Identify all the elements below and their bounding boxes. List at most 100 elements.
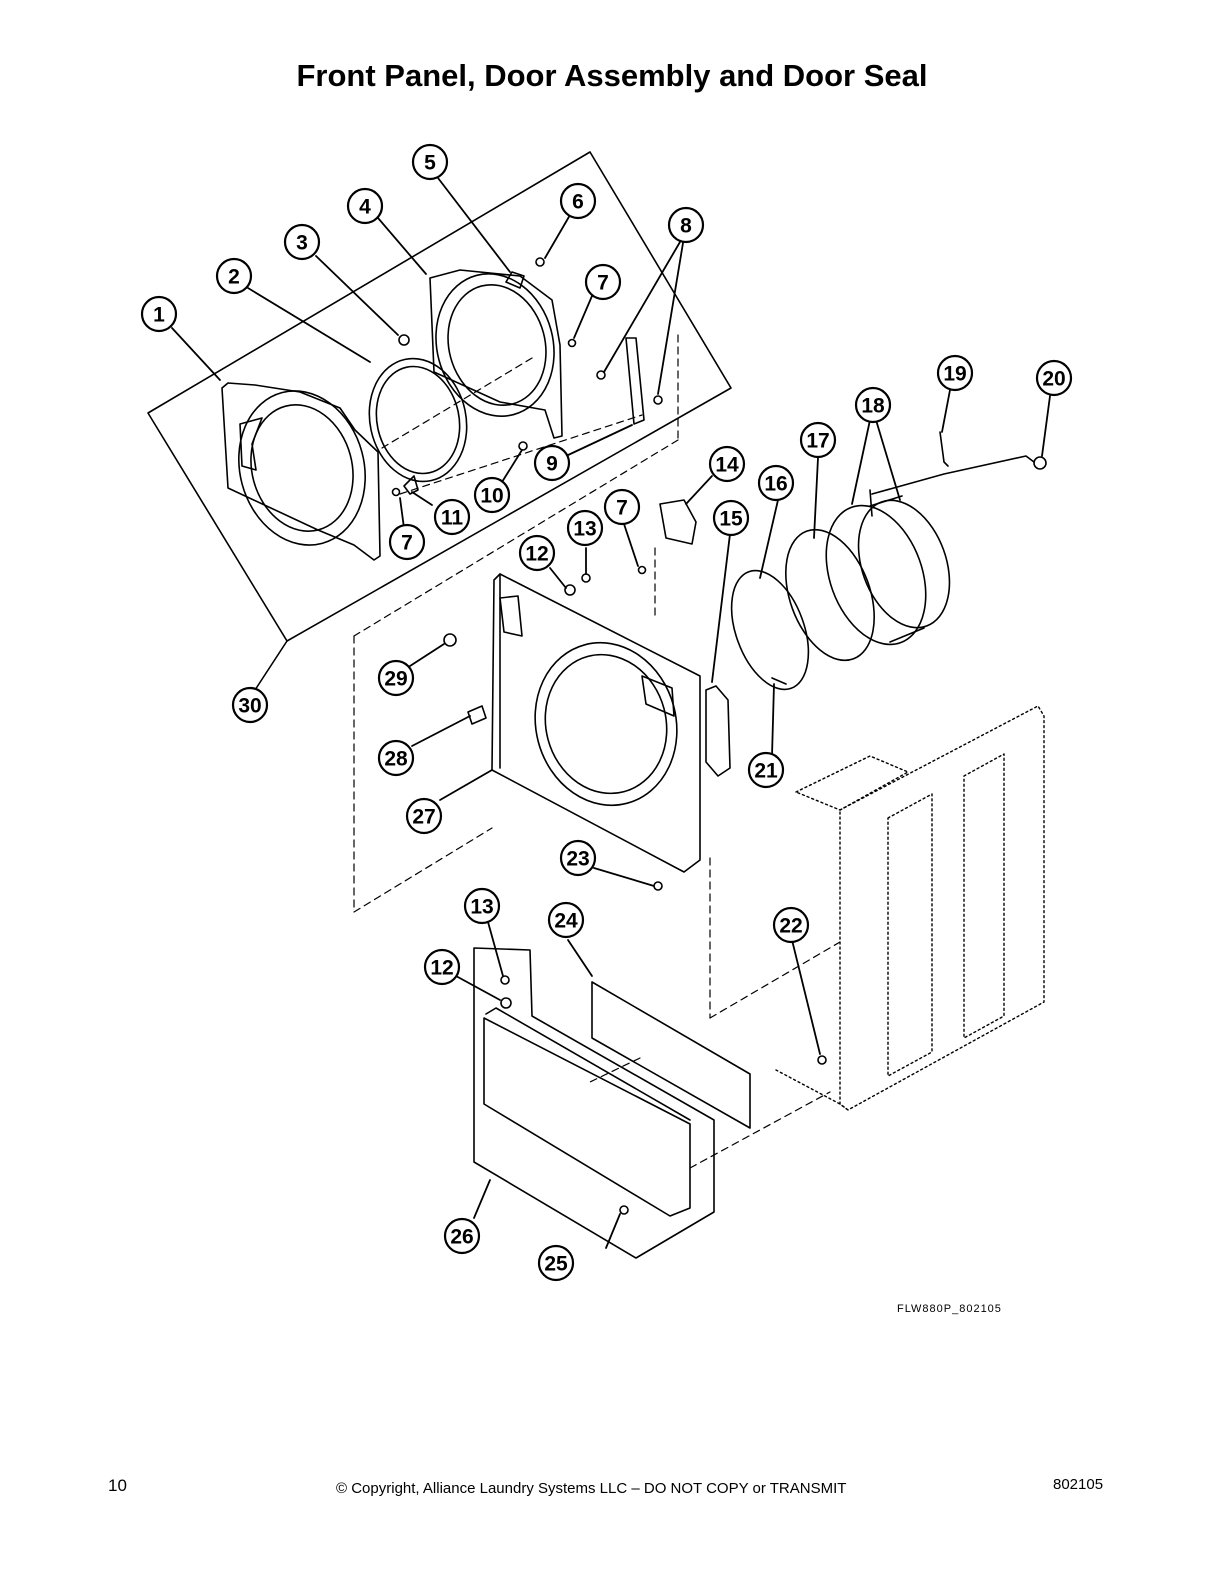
callout-c4: 4: [346, 187, 384, 225]
callout-circle: [708, 445, 746, 483]
callout-circle: [533, 444, 571, 482]
callout-c30: 30: [231, 686, 269, 724]
o-ring-29: [443, 633, 457, 647]
spring-21: [771, 677, 787, 685]
callout-c15: 15: [712, 499, 750, 537]
callout-label: 7: [401, 532, 413, 555]
callout-circle: [433, 498, 471, 536]
callout-circle: [346, 187, 384, 225]
callout-label: 17: [806, 430, 829, 453]
callout-c27: 27: [405, 797, 443, 835]
callout-label: 8: [680, 215, 692, 238]
callout-c1: 1: [140, 295, 178, 333]
screw-7-panel: [637, 565, 647, 575]
callout-circle: [566, 509, 604, 547]
callout-label: 12: [430, 957, 453, 980]
footer-copyright: © Copyright, Alliance Laundry Systems LL…: [336, 1480, 847, 1497]
callout-circle: [559, 182, 597, 220]
nut-12-bottom: [500, 997, 512, 1009]
spray-hose-19-20: [869, 455, 1035, 517]
callout-c17: 17: [799, 421, 837, 459]
plug-10: [518, 441, 528, 451]
callout-c23: 23: [559, 839, 597, 877]
door-inner-ring: [429, 269, 563, 439]
nut-12-top: [564, 584, 576, 596]
spring-19: [939, 431, 949, 467]
callout-circle: [747, 751, 785, 789]
callout-circle: [463, 887, 501, 925]
callout-circle: [140, 295, 178, 333]
screw-7-left: [391, 487, 401, 497]
callout-label: 13: [573, 518, 596, 541]
footer-page-number: 10: [108, 1476, 127, 1495]
inner-clamp-ring: [784, 528, 876, 662]
callout-label: 18: [861, 395, 885, 418]
callout-label: 6: [572, 191, 584, 214]
page-title: Front Panel, Door Assembly and Door Seal: [296, 58, 928, 93]
callout-circle: [547, 901, 585, 939]
callout-c7a: 7: [584, 263, 622, 301]
callout-c21: 21: [747, 751, 785, 789]
callout-label: 3: [296, 232, 308, 255]
kick-panel-insulation: [591, 981, 751, 1129]
screw-13-bottom: [500, 975, 510, 985]
callout-c12b: 12: [423, 948, 461, 986]
callout-c26: 26: [443, 1217, 481, 1255]
callout-label: 7: [616, 497, 628, 520]
callout-c28: 28: [377, 739, 415, 777]
callout-c22: 22: [772, 906, 810, 944]
callout-c13b: 13: [463, 887, 501, 925]
callout-c29: 29: [377, 659, 415, 697]
callout-c20: 20: [1035, 359, 1073, 397]
callout-circle: [283, 223, 321, 261]
callout-label: 2: [228, 266, 240, 289]
callout-label: 10: [480, 485, 503, 508]
screw-8-left: [596, 370, 606, 380]
callout-c9: 9: [533, 444, 571, 482]
callout-circle: [405, 797, 443, 835]
callout-c12a: 12: [518, 534, 556, 572]
callout-label: 19: [943, 363, 966, 386]
callout-label: 24: [554, 910, 578, 933]
callout-circle: [667, 206, 705, 244]
callout-c24: 24: [547, 901, 585, 939]
callout-c14: 14: [708, 445, 746, 483]
callout-c11: 11: [433, 498, 471, 536]
callout-label: 7: [597, 272, 609, 295]
kick-panel: [483, 1007, 691, 1217]
callout-c6: 6: [559, 182, 597, 220]
callout-c5: 5: [411, 143, 449, 181]
figure-code: FLW880P_802105: [897, 1303, 1002, 1315]
callout-label: 13: [470, 896, 493, 919]
screw-22: [817, 1055, 827, 1065]
callout-label: 4: [359, 196, 371, 219]
screw-7-top: [567, 338, 577, 348]
callout-c25: 25: [537, 1244, 575, 1282]
callout-label: 29: [384, 668, 407, 691]
callout-circle: [1035, 359, 1073, 397]
callout-circle: [215, 257, 253, 295]
door-assembly-outline: [147, 151, 732, 642]
callout-circle: [411, 143, 449, 181]
footer-doc-number: 802105: [1053, 1476, 1104, 1493]
callout-circle: [388, 523, 426, 561]
nut-28: [467, 705, 487, 725]
callout-circle: [231, 686, 269, 724]
callout-c10: 10: [473, 476, 511, 514]
callout-c8: 8: [667, 206, 705, 244]
callout-c3: 3: [283, 223, 321, 261]
callout-label: 26: [450, 1226, 473, 1249]
callout-circle: [603, 488, 641, 526]
callout-c19: 19: [936, 354, 974, 392]
callout-label: 21: [754, 760, 778, 783]
callout-label: 15: [719, 508, 743, 531]
callout-circle: [537, 1244, 575, 1282]
callout-label: 12: [525, 543, 548, 566]
callout-circle: [377, 739, 415, 777]
callout-circle: [757, 464, 795, 502]
callout-circle: [443, 1217, 481, 1255]
clamp-20: [1033, 456, 1047, 470]
callout-circle: [377, 659, 415, 697]
callout-circle: [584, 263, 622, 301]
